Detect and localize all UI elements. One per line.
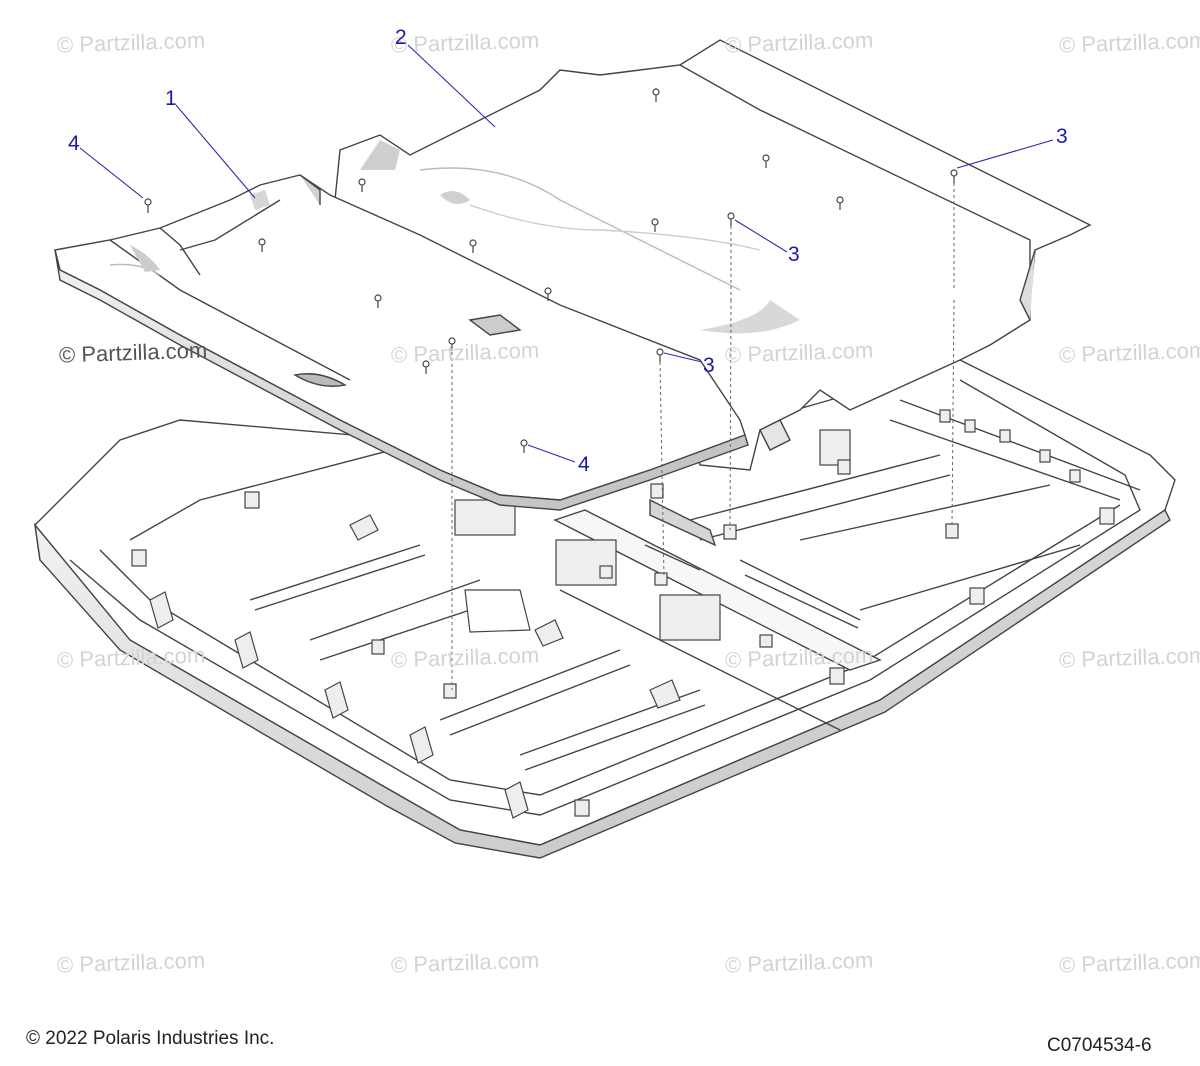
callout-4-center: 4 xyxy=(578,453,590,476)
panel-1 xyxy=(54,174,749,511)
install-lines xyxy=(451,183,955,690)
watermark: © Partzilla.com xyxy=(390,337,540,368)
watermark: © Partzilla.com xyxy=(1058,947,1200,978)
watermark: © Partzilla.com xyxy=(390,642,540,673)
callout-3-top-right: 3 xyxy=(1056,125,1068,148)
watermark: © Partzilla.com xyxy=(56,642,206,673)
watermark: © Partzilla.com xyxy=(724,642,874,673)
watermark: © Partzilla.com xyxy=(724,947,874,978)
watermark: © Partzilla.com xyxy=(724,337,874,368)
callout-1: 1 xyxy=(165,87,177,110)
screws xyxy=(144,88,958,453)
watermark: © Partzilla.com xyxy=(1058,337,1200,368)
diagram-code: C0704534-6 xyxy=(1047,1035,1152,1056)
watermark: © Partzilla.com xyxy=(1058,642,1200,673)
watermark-strong: © Partzilla.com xyxy=(58,337,208,368)
watermark: © Partzilla.com xyxy=(1058,27,1200,58)
floor-frame xyxy=(33,359,1176,859)
watermark: © Partzilla.com xyxy=(390,947,540,978)
leader-lines xyxy=(79,44,1054,463)
floor-clips xyxy=(131,409,1115,819)
callout-4-left: 4 xyxy=(68,132,80,155)
watermark: © Partzilla.com xyxy=(56,947,206,978)
watermark: © Partzilla.com xyxy=(724,27,874,58)
callout-3-middle: 3 xyxy=(788,243,800,266)
copyright-text: © 2022 Polaris Industries Inc. xyxy=(26,1028,275,1049)
callout-3-lower: 3 xyxy=(703,354,715,377)
watermark: © Partzilla.com xyxy=(56,27,206,58)
watermark: © Partzilla.com xyxy=(390,27,540,58)
callout-2: 2 xyxy=(395,26,407,49)
